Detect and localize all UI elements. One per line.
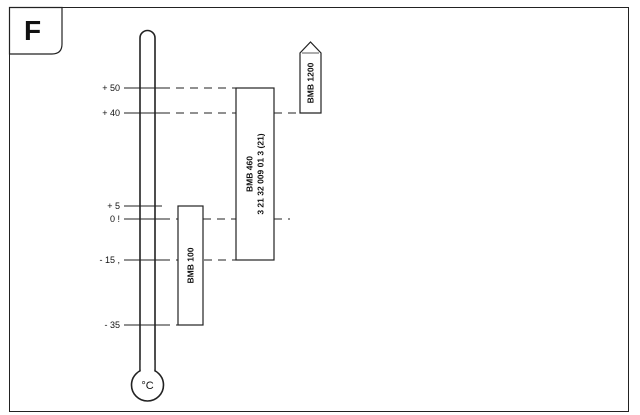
range-bar-bmb-1200 bbox=[299, 41, 322, 114]
scale-label: - 15 , bbox=[99, 255, 120, 265]
range-bar-label: 3 21 32 009 01 3 (21) bbox=[256, 133, 266, 214]
scale-label: + 40 bbox=[102, 108, 120, 118]
range-bar-bmb-460 bbox=[235, 87, 275, 261]
thermometer-icon bbox=[139, 29, 156, 373]
scale-label: + 50 bbox=[102, 83, 120, 93]
range-bar-label: BMB 1200 bbox=[306, 62, 316, 103]
range-bar-label: BMB 100 bbox=[186, 247, 196, 283]
diagram-frame bbox=[9, 7, 629, 412]
unit-label: °C bbox=[141, 380, 153, 392]
panel-badge bbox=[8, 6, 63, 55]
panel-letter: F bbox=[24, 15, 41, 46]
range-bar-bmb-100 bbox=[177, 205, 204, 326]
range-bar-label: BMB 460 bbox=[245, 156, 255, 192]
scale-label: 0 ! bbox=[110, 214, 120, 224]
scale-label: + 5 bbox=[107, 201, 120, 211]
scale-label: - 35 bbox=[104, 320, 120, 330]
